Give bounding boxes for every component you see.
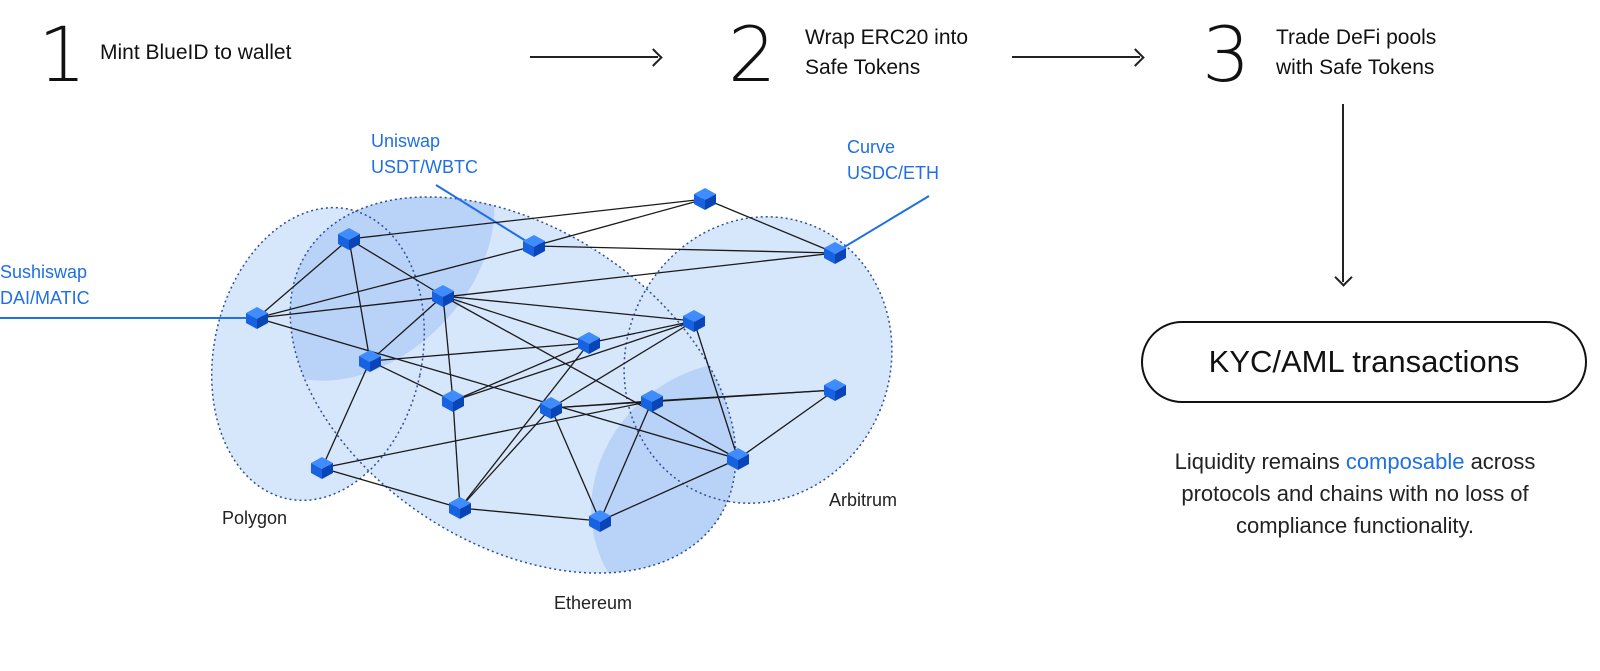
step-2-number: 2 <box>728 10 777 99</box>
edge-G-O <box>321 360 371 469</box>
edge-H-I <box>452 342 590 402</box>
node-cube-icon <box>824 242 846 264</box>
edge-H-P <box>459 342 590 509</box>
ethereum-label: Ethereum <box>554 593 633 613</box>
edge-H-J <box>588 320 695 344</box>
step-1-number: 1 <box>38 10 87 99</box>
curve-label: Curve USDC/ETH <box>847 137 940 183</box>
edge-A-D <box>348 198 706 240</box>
node-cube-icon <box>824 379 846 401</box>
step-1-arrow <box>530 56 658 58</box>
edge-L-M <box>651 389 836 402</box>
step-3-arrow <box>1342 104 1344 282</box>
node-cube-icon <box>683 310 705 332</box>
network-nodes <box>246 188 846 532</box>
edge-D-G <box>348 238 371 362</box>
step-3-text: Trade DeFi pools with Safe Tokens <box>1276 26 1437 79</box>
leader-lines <box>0 184 930 319</box>
region-outlines <box>210 196 893 574</box>
summary-text: Liquidity remains composable across prot… <box>1130 446 1580 542</box>
edge-B-E <box>256 252 836 319</box>
node-cube-icon <box>359 350 381 372</box>
edge-D-E <box>256 238 350 319</box>
network-edges <box>256 198 836 522</box>
edge-M-Q <box>599 400 653 522</box>
edge-A-C <box>533 198 706 247</box>
arbitrum-label: Arbitrum <box>829 490 898 510</box>
node-cube-icon <box>540 397 562 419</box>
step-2-text: Wrap ERC20 into Safe Tokens <box>805 26 969 79</box>
edge-L-N <box>737 389 836 460</box>
edge-K-Q <box>550 407 601 522</box>
edge-C-B <box>533 245 836 254</box>
summary-highlight: composable <box>1345 449 1465 474</box>
node-cube-icon <box>442 390 464 412</box>
curve-leader <box>835 195 930 253</box>
edge-F-J <box>442 295 695 322</box>
summary-after: across protocols and chains with no loss… <box>1181 449 1536 538</box>
node-cube-icon <box>523 235 545 257</box>
uniswap-label: Uniswap USDT/WBTC <box>371 131 478 177</box>
edge-F-H <box>442 295 590 344</box>
edge-G-I <box>369 360 454 402</box>
edge-M-O <box>321 400 653 469</box>
edge-F-N <box>442 295 739 460</box>
sushiswap-label: Sushiswap DAI/MATIC <box>0 262 90 308</box>
edge-D-F <box>348 238 444 297</box>
edge-A-B <box>704 198 836 254</box>
node-cube-icon <box>338 228 360 250</box>
step-3-number: 3 <box>1202 10 1251 99</box>
step-2-arrow <box>1012 56 1140 58</box>
node-cube-icon <box>246 307 268 329</box>
arbitrum-ethereum-overlap <box>537 306 736 574</box>
node-cube-icon <box>311 457 333 479</box>
step-1-text: Mint BlueID to wallet <box>100 41 292 64</box>
node-cube-icon <box>432 285 454 307</box>
edge-O-P <box>321 467 461 509</box>
uniswap-leader <box>435 184 535 247</box>
node-cube-icon <box>641 390 663 412</box>
edge-I-P <box>452 400 461 509</box>
edge-N-Q <box>599 458 739 522</box>
node-cube-icon <box>589 510 611 532</box>
edge-G-H <box>369 342 590 362</box>
polygon-outline <box>210 206 426 502</box>
edge-F-I <box>442 295 454 402</box>
edge-F-G <box>369 295 444 362</box>
edge-J-K <box>550 320 695 409</box>
arbitrum-outline <box>623 216 893 504</box>
node-cube-icon <box>578 332 600 354</box>
edge-J-N <box>693 320 739 460</box>
kyc-aml-box: KYC/AML transactions <box>1141 321 1587 403</box>
ethereum-outline <box>289 196 737 574</box>
edge-C-E <box>256 245 535 319</box>
node-cube-icon <box>694 188 716 210</box>
edge-E-N <box>256 317 739 460</box>
network-diagram <box>0 184 930 574</box>
polygon-label: Polygon <box>222 508 288 528</box>
edge-P-Q <box>459 507 601 522</box>
edge-K-M <box>550 400 653 409</box>
chain-regions <box>211 196 892 574</box>
summary-before: Liquidity remains <box>1174 449 1346 474</box>
node-cube-icon <box>727 448 749 470</box>
node-cube-icon <box>449 497 471 519</box>
